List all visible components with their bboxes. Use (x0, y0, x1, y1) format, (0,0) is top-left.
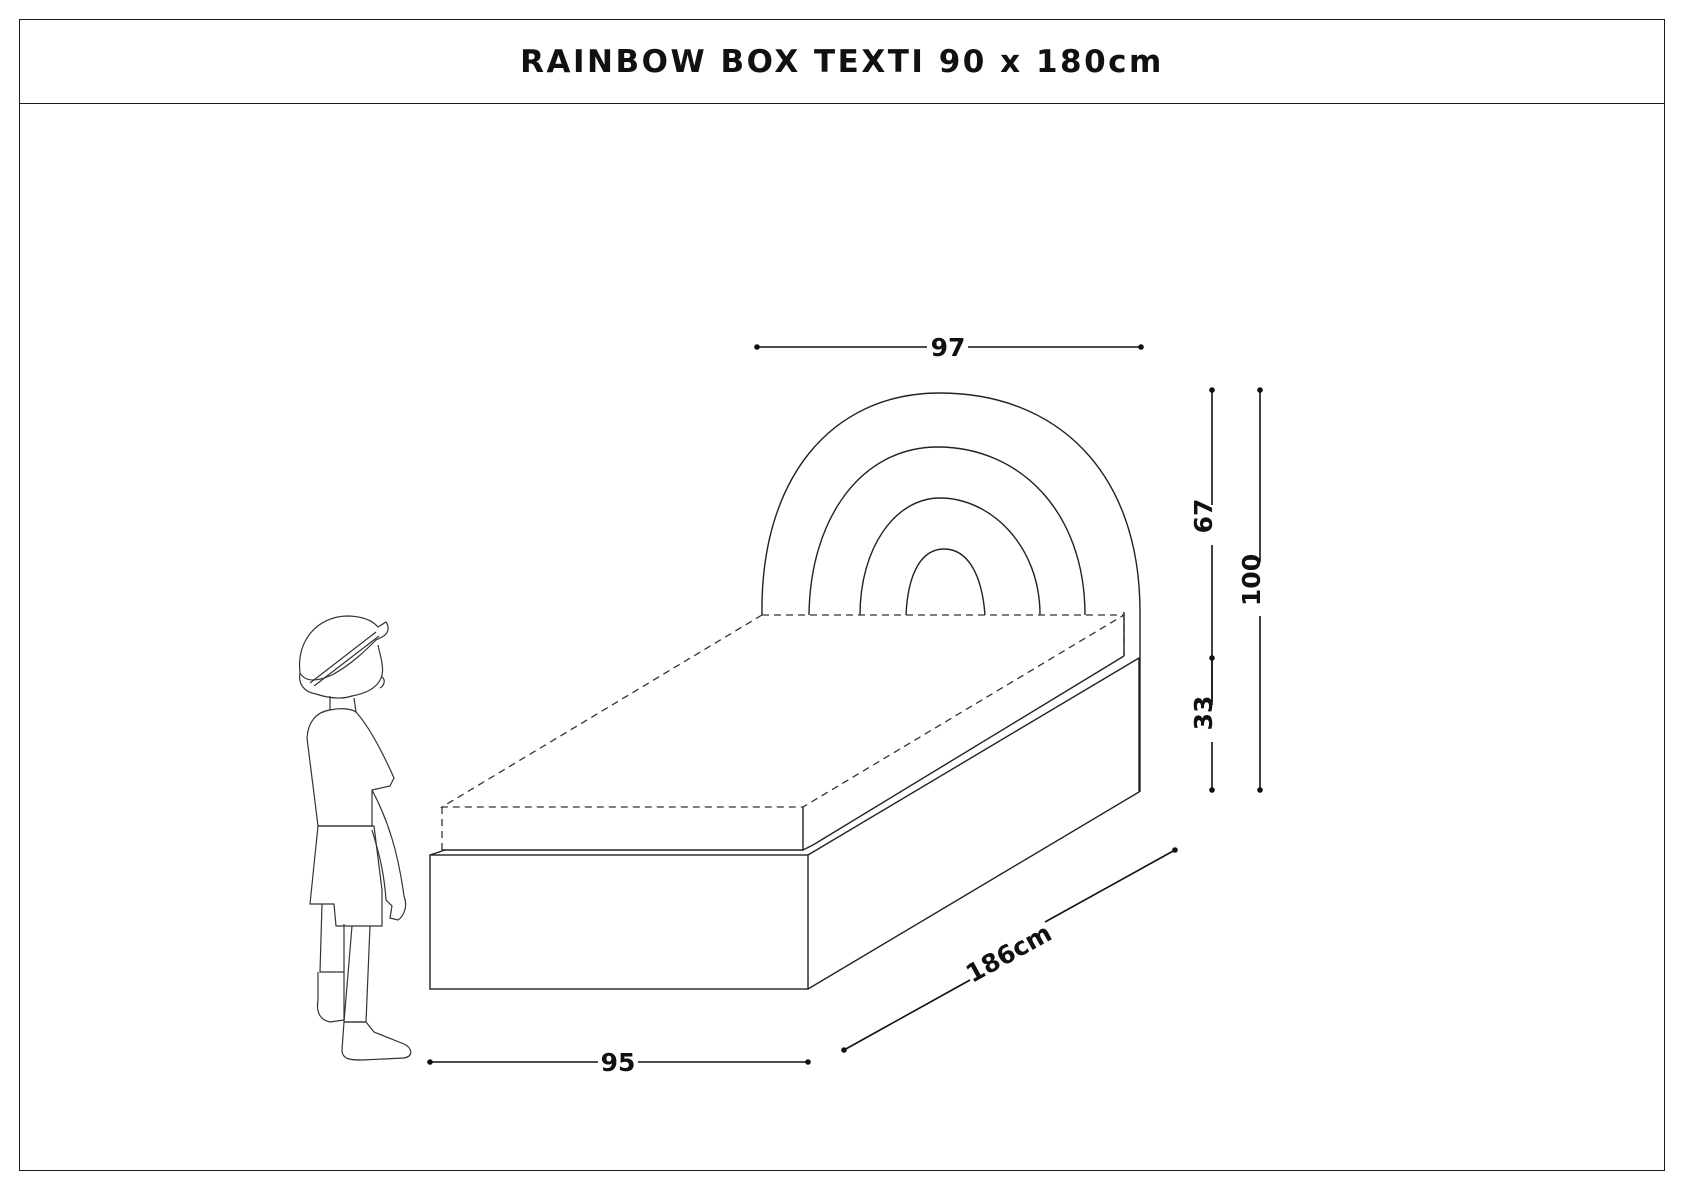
base-side-face (807, 656, 1140, 990)
child-legs (319, 903, 371, 1023)
dim-label-95: 95 (601, 1048, 636, 1077)
dim-total-height: 100 (1237, 387, 1266, 793)
dim-label-67: 67 (1189, 499, 1218, 534)
page-title: RAINBOW BOX TEXTI 90 x 180cm (520, 43, 1164, 80)
child-shorts (309, 825, 383, 927)
headboard-arch-2 (808, 446, 1086, 616)
dim-headboard-width: 97 (754, 333, 1144, 362)
bed-box-base (429, 656, 1140, 990)
dim-headboard-heights: 67 33 (1189, 387, 1218, 793)
dim-label-186cm: 186cm (961, 918, 1056, 988)
headboard-outer-arch (761, 392, 1141, 792)
child-shirt (306, 708, 395, 827)
child-shoe (341, 1021, 412, 1061)
headboard-arch-inner (905, 548, 986, 616)
dim-label-97: 97 (931, 333, 966, 362)
base-front-face (429, 854, 809, 990)
child-arm (371, 789, 407, 921)
child-head (299, 644, 384, 699)
child-figure (298, 615, 412, 1061)
mattress (439, 614, 1125, 852)
rainbow-headboard (761, 392, 1141, 792)
drawing-frame: RAINBOW BOX TEXTI 90 x 180cm (19, 19, 1665, 1171)
bed-illustration (429, 392, 1141, 990)
mattress-top-outline (439, 614, 1125, 808)
child-cap (298, 615, 389, 681)
dim-bed-width: 95 (427, 1048, 811, 1077)
dim-label-33: 33 (1189, 696, 1218, 731)
title-bar: RAINBOW BOX TEXTI 90 x 180cm (20, 20, 1664, 104)
headboard-arch-3 (859, 497, 1041, 616)
dim-bed-length: 186cm (841, 847, 1178, 1053)
dim-label-100: 100 (1237, 554, 1266, 606)
